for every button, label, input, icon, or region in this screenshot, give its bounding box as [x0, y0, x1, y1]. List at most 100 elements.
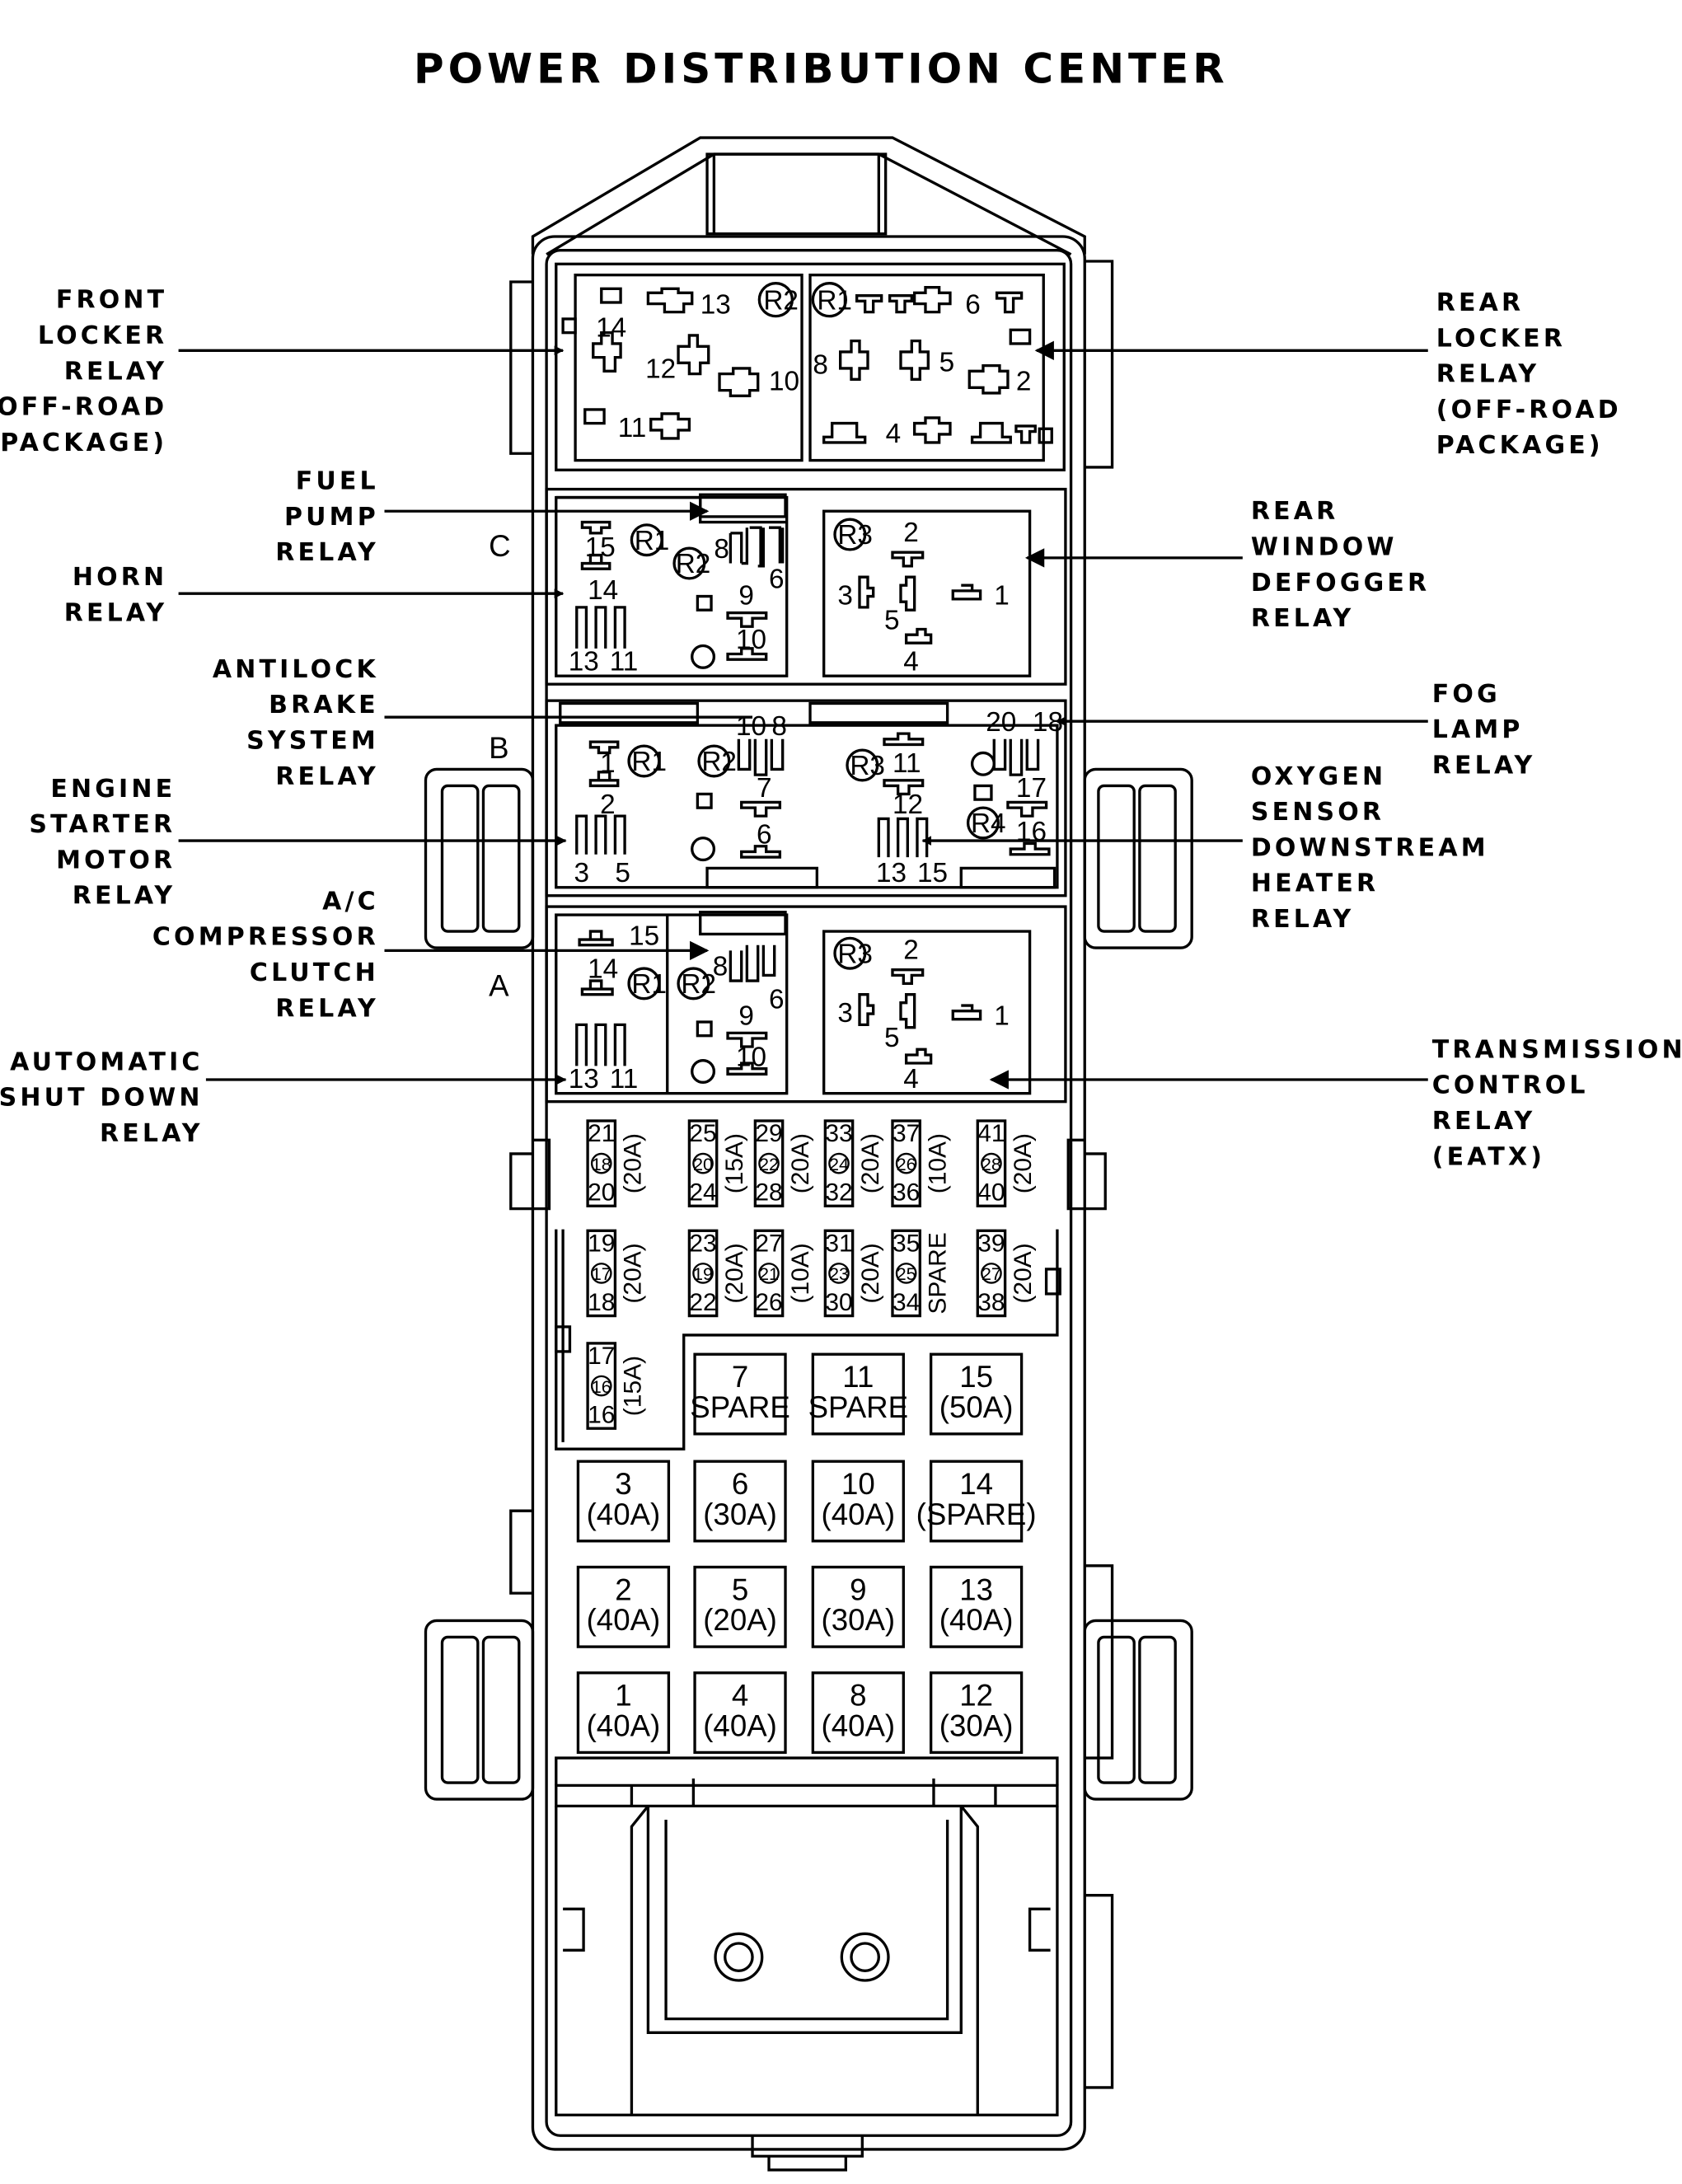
maxi-fuse-number: 9 — [850, 1572, 866, 1606]
section-letter-b: B — [489, 731, 508, 765]
terminal-label: 10 — [736, 711, 766, 742]
fuse-circle-number: 24 — [829, 1154, 849, 1174]
maxi-fuse-number: 13 — [959, 1572, 993, 1606]
fuse-number-top: 29 — [755, 1120, 782, 1147]
terminal-label: 15 — [629, 921, 659, 952]
maxi-fuse-body — [576, 1565, 671, 1648]
fuse-number-bottom: 16 — [588, 1402, 615, 1429]
maxi-fuse-rating: (SPARE) — [916, 1497, 1037, 1531]
terminal-label: 3 — [837, 581, 853, 612]
mini-fuse-body — [976, 1229, 1007, 1318]
fuse-rating: (15A) — [721, 1133, 748, 1193]
fuse-circle-marker — [895, 1263, 917, 1284]
terminal-label: R1 — [631, 969, 667, 1000]
maxi-fuse-number: 7 — [732, 1360, 748, 1394]
terminal-label: 14 — [588, 575, 618, 606]
fuse-circle-marker — [590, 1375, 612, 1397]
relay-row-a — [545, 905, 1067, 1104]
terminal-label: R2 — [681, 969, 716, 1000]
terminal-label: 5 — [884, 1023, 900, 1053]
maxi-fuse: 4(40A) — [693, 1671, 787, 1755]
fuse-rating: (20A) — [620, 1243, 647, 1303]
callout-line: RELAY — [1432, 751, 1536, 780]
callout-line: OXYGEN — [1251, 762, 1386, 791]
fuse-circle-number: 26 — [897, 1154, 916, 1174]
maxi-fuse-rating: (40A) — [822, 1708, 896, 1742]
terminal-label: 13 — [700, 289, 731, 320]
terminal-label: R4 — [971, 808, 1006, 839]
terminal-label: 2 — [1016, 367, 1032, 397]
callout-line: STARTER — [29, 810, 176, 839]
mini-fuse-body — [687, 1229, 719, 1318]
maxi-fuse-rating: (30A) — [939, 1708, 1014, 1742]
fuse-rating: (15A) — [620, 1356, 647, 1416]
maxi-fuse: 2(40A) — [576, 1565, 671, 1648]
callout-line: FRONT — [56, 286, 167, 315]
fuse-rating: (20A) — [857, 1243, 884, 1303]
terminal-label: 9 — [738, 1001, 754, 1031]
maxi-fuse-rating: (40A) — [587, 1603, 661, 1637]
diagram-title: POWER DISTRIBUTION CENTER — [414, 45, 1229, 92]
callout-line: COMPRESSOR — [152, 923, 379, 952]
callout-line: RELAY — [1251, 604, 1355, 633]
section-letter-a: A — [489, 968, 509, 1002]
maxi-fuse-body — [929, 1565, 1024, 1648]
maxi-fuse-grid: 7SPARE11SPARE15(50A)3(40A)6(30A)10(40A)1… — [576, 1352, 1037, 1755]
terminal-label: 15 — [585, 532, 616, 563]
maxi-fuse-body — [929, 1460, 1024, 1543]
callout-line: DEFOGGER — [1251, 569, 1430, 598]
fuse-number-bottom: 36 — [893, 1179, 920, 1207]
maxi-fuse: 10(40A) — [811, 1460, 905, 1543]
fuse-circle-marker — [692, 1152, 714, 1174]
fuse-number-top: 17 — [588, 1343, 615, 1370]
mini-fuse-body — [586, 1119, 617, 1207]
fuse-number-top: 19 — [588, 1230, 615, 1257]
terminal-label: R1 — [817, 285, 852, 316]
terminal-label: 2 — [903, 935, 919, 965]
callout-line: WINDOW — [1251, 533, 1398, 562]
fuse-circle-number: 17 — [592, 1263, 611, 1284]
maxi-fuse-body — [693, 1565, 787, 1648]
terminal-label: 4 — [903, 1064, 919, 1094]
fuse-circle-marker — [590, 1263, 612, 1284]
mini-fuse-body — [823, 1229, 855, 1318]
terminal-label: R3 — [837, 939, 873, 969]
terminal-label: 1 — [600, 748, 616, 779]
terminal-label: 5 — [884, 606, 900, 636]
callout-line: SHUT DOWN — [0, 1084, 204, 1113]
terminal-label: 2 — [903, 518, 919, 548]
fuse-number-top: 23 — [689, 1230, 716, 1257]
callout-line: RELAY — [100, 1119, 204, 1148]
fuse-number-top: 27 — [755, 1230, 782, 1257]
relay-row-c-labels: C R1 8 15 R2 6 14 9 10 13 11 R3 2 3 1 5 … — [489, 518, 1010, 677]
fuse-number-bottom: 40 — [977, 1179, 1005, 1207]
maxi-fuse-number: 1 — [615, 1679, 631, 1713]
callout-line: LOCKER — [38, 321, 167, 350]
callout-line: AUTOMATIC — [10, 1047, 203, 1076]
maxi-fuse-number: 15 — [959, 1360, 993, 1394]
terminal-label: 20 — [986, 707, 1016, 738]
fuse-circle-number: 27 — [982, 1263, 1001, 1284]
maxi-fuse-number: 10 — [841, 1467, 875, 1501]
fuse-number-top: 33 — [825, 1120, 852, 1147]
callout-line: (OFF-ROAD — [1436, 396, 1622, 424]
callout-line: ENGINE — [50, 775, 176, 804]
fuse-number-top: 39 — [977, 1230, 1005, 1257]
callout-line: TRANSMISSION — [1432, 1035, 1682, 1064]
fuse-number-bottom: 22 — [689, 1289, 716, 1316]
maxi-fuse-rating: (40A) — [587, 1497, 661, 1531]
terminal-label: 5 — [615, 858, 630, 888]
maxi-fuse-body — [929, 1352, 1024, 1436]
terminal-label: 4 — [886, 419, 902, 449]
